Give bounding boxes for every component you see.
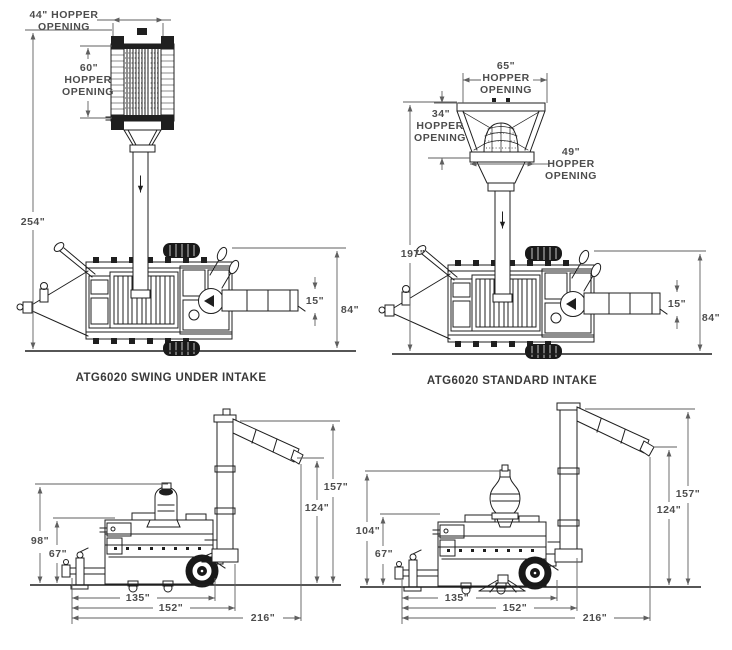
dim-discharge-height-124: 124" [297, 457, 330, 583]
dim-label: 104" [356, 525, 381, 537]
dim-height-67: 67" [49, 517, 115, 583]
dim-label: OPENING [414, 132, 466, 144]
dim-length-135: 135" [401, 457, 651, 624]
spreader-skirt [478, 574, 526, 593]
dim-hopper-depth-60: 60" HOPPER OPENING [62, 45, 114, 119]
dim-label: HOPPER [416, 120, 463, 132]
dim-label: HOPPER [547, 158, 594, 170]
dim-label: OPENING [545, 170, 597, 182]
machine-top-view [378, 243, 668, 360]
machine-top-view [16, 240, 306, 357]
dim-height-67: 67" [375, 513, 440, 585]
machine-side-view [61, 512, 226, 593]
discharge-chute [547, 402, 655, 563]
dim-label: OPENING [480, 84, 532, 96]
dim-label: 84" [341, 304, 359, 316]
machine-side-view [394, 514, 559, 595]
dim-overall-height-197: 197" [401, 101, 457, 351]
diagram-side-standard: 104" 67" 157" 124" 135" [356, 402, 701, 624]
diagram-standard-intake: 65" HOPPER OPENING 34" HOPPER OPENING 49… [378, 60, 720, 387]
dim-label: 60" [80, 62, 98, 74]
intake-tube [130, 151, 151, 299]
dim-discharge-height-124: 124" [653, 446, 682, 585]
dim-length-216: 216" [402, 612, 650, 624]
dim-label: HOPPER [64, 74, 111, 86]
dim-machine-height-84: 84" [594, 250, 720, 351]
dim-hopper-bottom-49: 49" HOPPER OPENING [470, 146, 597, 182]
dim-length-216: 216" [72, 612, 301, 624]
dim-length-152: 152" [72, 602, 235, 614]
dim-length-135: 135" [71, 464, 302, 624]
dim-label: 124" [305, 502, 330, 514]
dim-label: 152" [159, 602, 184, 614]
dim-spout-width-15: 15" [666, 280, 688, 329]
dim-length-152: 152" [402, 602, 577, 614]
standard-intake-hopper [489, 464, 521, 528]
dim-label: 49" [562, 146, 580, 158]
dim-label: 157" [676, 488, 701, 500]
dim-label: 157" [324, 481, 349, 493]
dim-label: 15" [306, 295, 324, 307]
dim-overall-height-254: 254" [21, 29, 112, 349]
auger-motor [146, 482, 181, 528]
diagram-side-swing-under: 98" 67" 157" 124" 135" [30, 408, 349, 624]
dim-height-98: 98" [31, 483, 168, 583]
dim-label: 34" [432, 108, 450, 120]
dim-label: HOPPER [482, 72, 529, 84]
dim-label: 124" [657, 504, 682, 516]
swing-under-hopper [105, 28, 175, 153]
dim-label: 254" [21, 216, 46, 228]
dim-label: 67" [49, 548, 67, 560]
diagram-swing-under-intake: 44" HOPPER OPENING 60" HOPPER OPENING 25… [16, 9, 359, 384]
dim-height-104: 104" [356, 470, 500, 585]
dim-label: 135" [126, 592, 151, 604]
dim-label: OPENING [38, 21, 90, 33]
dim-label: 67" [375, 548, 393, 560]
dim-label: 197" [401, 248, 426, 260]
standard-hopper [456, 98, 546, 192]
dim-label: 152" [503, 602, 528, 614]
dim-hopper-width-44: 44" HOPPER OPENING [30, 9, 171, 36]
intake-tube [492, 189, 513, 303]
dim-hopper-top-65: 65" HOPPER OPENING [462, 60, 548, 103]
dim-label: 216" [583, 612, 608, 624]
dim-spout-width-15: 15" [303, 277, 327, 326]
dim-label: 15" [668, 298, 686, 310]
dim-spout-height-157: 157" [240, 420, 349, 583]
dim-label: 98" [31, 535, 49, 547]
diagram-caption: ATG6020 SWING UNDER INTAKE [76, 372, 267, 384]
dim-label: 84" [702, 312, 720, 324]
dim-label: 216" [251, 612, 276, 624]
dim-label: 135" [445, 592, 470, 604]
dim-label: OPENING [62, 86, 114, 98]
dim-label: 44" HOPPER [30, 9, 99, 21]
diagram-caption: ATG6020 STANDARD INTAKE [427, 375, 597, 387]
dim-hopper-depth-34: 34" HOPPER OPENING [414, 91, 470, 170]
dim-label: 65" [497, 60, 515, 72]
dim-spout-height-157: 157" [585, 408, 701, 585]
dim-machine-height-84: 84" [232, 247, 359, 348]
discharge-chute [197, 408, 304, 563]
